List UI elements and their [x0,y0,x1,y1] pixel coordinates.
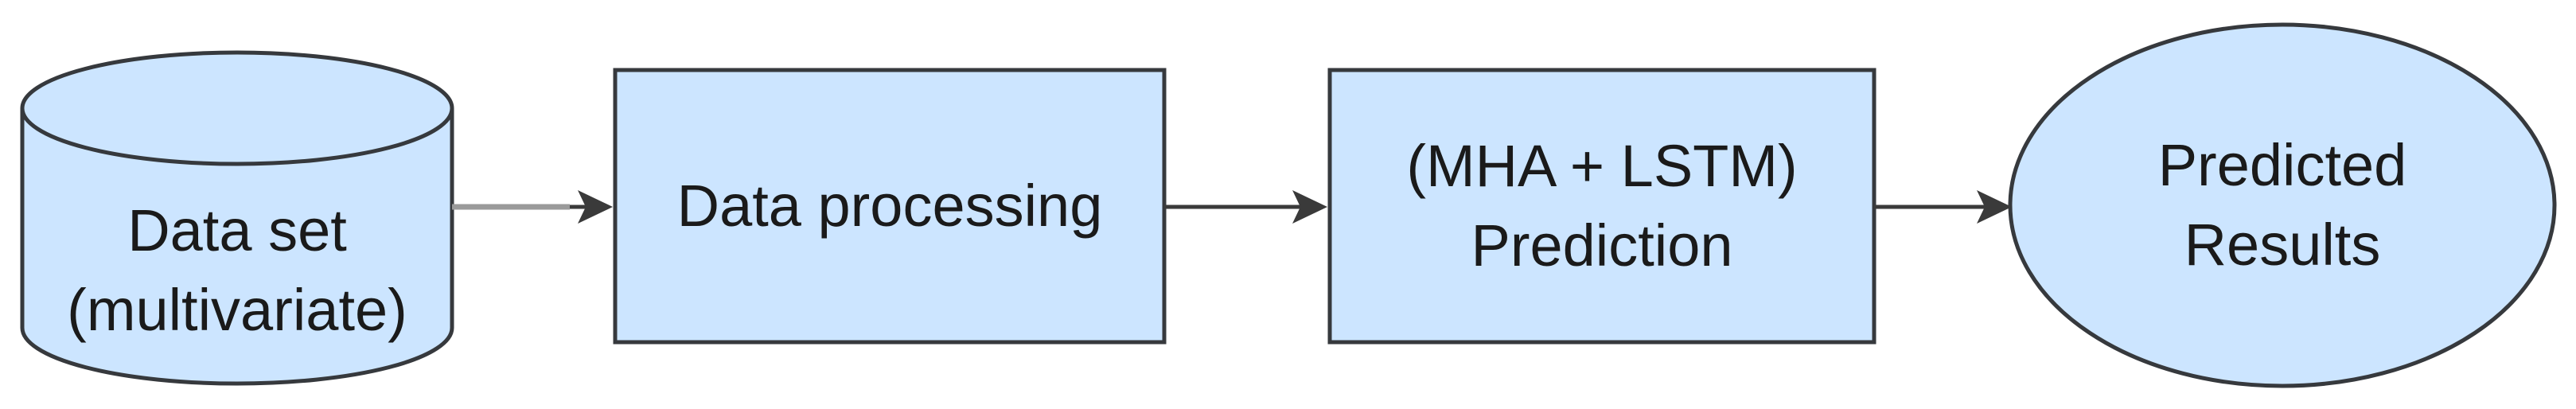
dataset-node [20,50,454,386]
prediction-label-line1: (MHA + LSTM) [1406,133,1798,200]
processing-label: Data processing [615,70,1164,342]
prediction-label: (MHA + LSTM) Prediction [1330,70,1874,342]
prediction-label-line2: Prediction [1471,212,1733,279]
dataset-label-line1: Data set [127,197,347,264]
arrowhead-icon [1292,190,1327,224]
results-label: Predicted Results [2010,46,2555,364]
edge-dataset-to-processing [452,190,613,224]
dataset-label-line2: (multivariate) [67,277,407,343]
dataset-label: Data set (multivariate) [22,151,452,390]
dataset-cylinder-body [20,108,454,386]
edge-prediction-to-results [1874,190,2012,224]
arrowhead-icon [578,190,613,224]
results-label-line2: Results [2184,212,2381,278]
dataset-cylinder-top [20,50,454,166]
processing-label-line1: Data processing [676,173,1103,240]
results-label-line1: Predicted [2157,132,2407,199]
edge-processing-to-prediction [1164,190,1327,224]
processing-node [613,68,1167,345]
results-node [2008,22,2557,388]
arrowhead-icon [1977,190,2012,224]
